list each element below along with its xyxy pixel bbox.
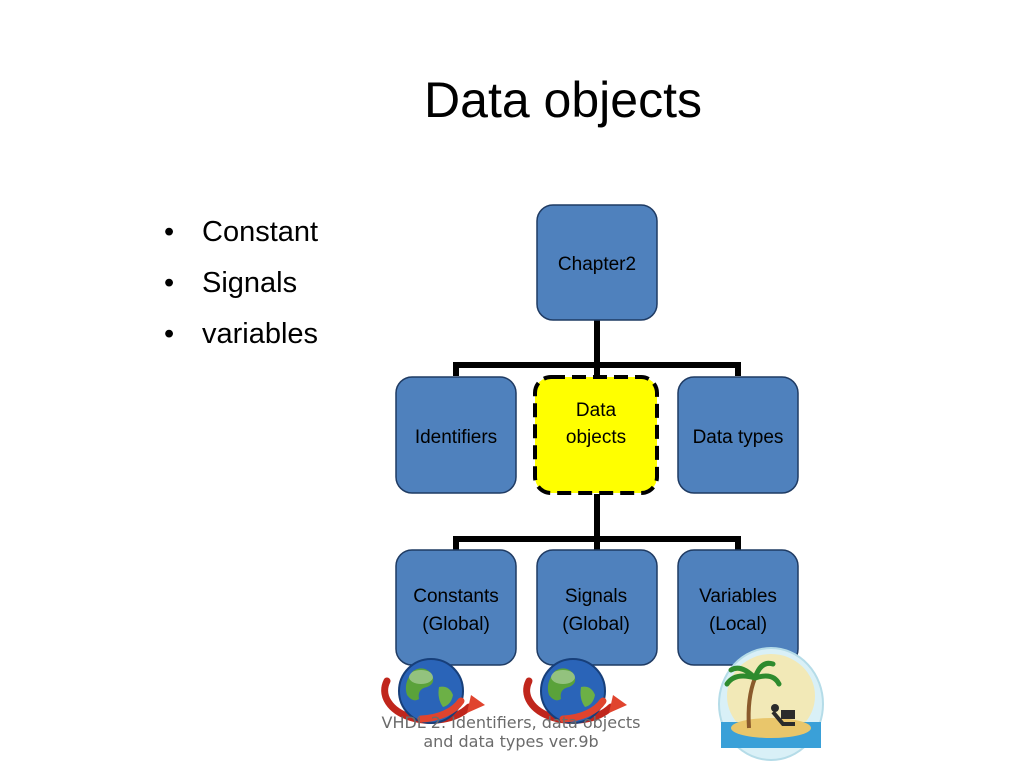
island-icon[interactable] [718,647,824,761]
globe-arrow-icon[interactable] [381,658,485,724]
node-label: (Global) [422,614,490,635]
node-label: Variables [699,586,777,607]
node-data-objects[interactable]: Data objects [533,375,659,495]
node-data-types[interactable]: Data types [677,376,799,494]
bullet-list: Constant Signals variables [160,208,318,361]
bullet-item: Signals [160,259,318,310]
node-label: Data [576,400,617,421]
slide-footer: VHDL 2. Identifiers, data objects and da… [356,713,666,751]
bullet-item: variables [160,310,318,361]
node-identifiers[interactable]: Identifiers [395,376,517,494]
connector-lines [453,320,741,550]
footer-line: VHDL 2. Identifiers, data objects [381,713,641,732]
node-label: (Local) [709,614,767,635]
node-signals[interactable]: Signals (Global) [536,549,658,666]
node-label: Identifiers [415,427,497,448]
node-variables[interactable]: Variables (Local) [677,549,799,666]
node-label: Constants [413,586,499,607]
node-label: Chapter2 [558,254,636,275]
node-label: (Global) [562,614,630,635]
globe-arrow-icon[interactable] [523,658,627,724]
node-chapter2[interactable]: Chapter2 [536,204,658,321]
connector-line [453,536,741,550]
connector-line [453,362,741,376]
bullet-item: Constant [160,208,318,259]
node-label: Data types [693,427,784,448]
node-constants[interactable]: Constants (Global) [395,549,517,666]
slide-title: Data objects [424,72,702,128]
node-label: objects [566,427,626,448]
node-label: Signals [565,586,627,607]
footer-line: and data types ver.9b [423,732,599,751]
